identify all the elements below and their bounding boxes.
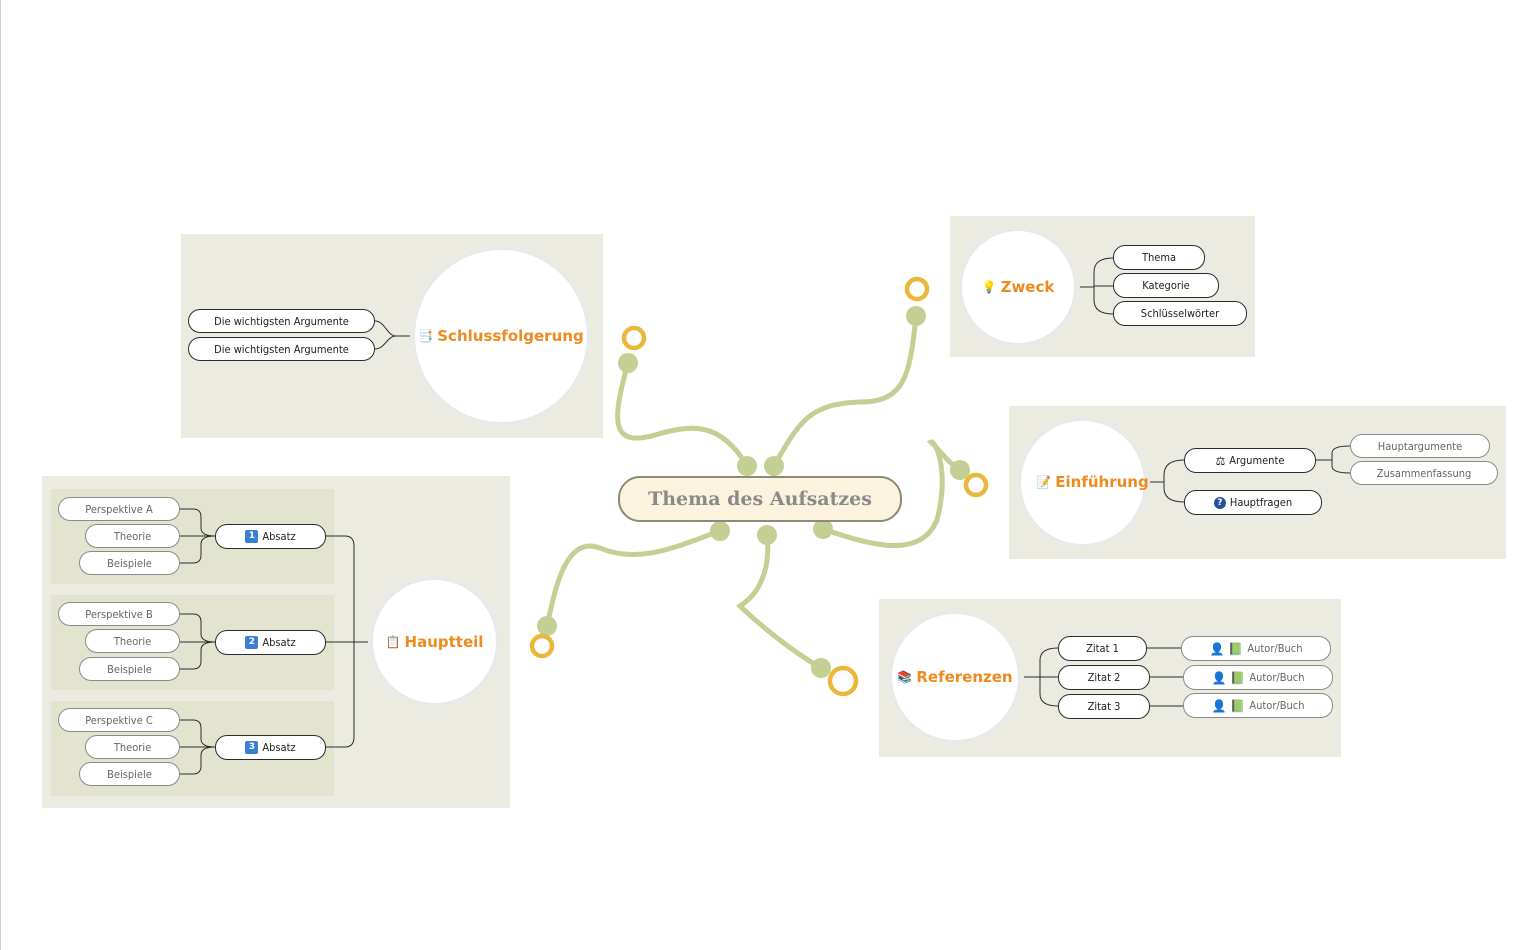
item-label: Beispiele (107, 556, 152, 570)
source-label: Autor/Buch (1247, 642, 1303, 655)
beispiele-node[interactable]: Beispiele (79, 762, 180, 786)
zweck-item-schluesselwoerter[interactable]: Schlüsselwörter (1113, 301, 1247, 326)
theorie-node[interactable]: Theorie (85, 629, 180, 653)
hauptfragen-node[interactable]: ? Hauptfragen (1184, 490, 1322, 515)
zweck-topic[interactable]: 💡 Zweck (962, 276, 1074, 298)
item-label: Perspektive A (85, 502, 153, 516)
hauptteil-topic[interactable]: 📋 Hauptteil (373, 631, 496, 653)
pencil-icon: 📝 (1036, 475, 1052, 489)
beispiele-node[interactable]: Beispiele (79, 657, 180, 681)
number-3-icon: 3 (245, 741, 259, 754)
referenzen-circle (892, 614, 1018, 740)
referenzen-topic[interactable]: 📚 Referenzen (892, 666, 1018, 688)
item-label: Beispiele (107, 767, 152, 781)
theorie-node[interactable]: Theorie (85, 524, 180, 548)
item-label: Perspektive B (85, 607, 153, 621)
absatz-1-node[interactable]: 1 Absatz (215, 524, 326, 549)
perspektive-b-node[interactable]: Perspektive B (58, 602, 180, 626)
book-icon: 📗 (1228, 641, 1244, 656)
hauptargumente-node[interactable]: Hauptargumente (1350, 434, 1490, 458)
hauptfragen-label: Hauptfragen (1229, 496, 1293, 509)
perspektive-c-node[interactable]: Perspektive C (58, 708, 180, 732)
clipboard-icon: 📋 (385, 635, 401, 649)
absatz-3-node[interactable]: 3 Absatz (215, 735, 326, 760)
absatz-label: Absatz (262, 530, 296, 543)
item-label: Kategorie (1142, 279, 1190, 292)
einfuehrung-title: Einführung (1055, 473, 1149, 491)
item-label: Hauptargumente (1377, 439, 1463, 453)
item-label: Die wichtigsten Argumente (214, 314, 349, 328)
source-3-node[interactable]: 👤📗 Autor/Buch (1183, 693, 1333, 718)
absatz-2-node[interactable]: 2 Absatz (215, 630, 326, 655)
schlussfolgerung-item[interactable]: Die wichtigsten Argumente (188, 309, 375, 333)
argumente-label: Argumente (1229, 454, 1285, 467)
beispiele-node[interactable]: Beispiele (79, 551, 180, 575)
document-icon: 📑 (418, 329, 434, 343)
item-label: Die wichtigsten Argumente (214, 342, 349, 356)
schlussfolgerung-circle (415, 250, 587, 422)
zweck-item-kategorie[interactable]: Kategorie (1113, 273, 1219, 298)
item-label: Theorie (113, 529, 152, 543)
person-icon: 👤 (1211, 670, 1227, 685)
absatz-label: Absatz (262, 741, 296, 754)
number-2-icon: 2 (245, 636, 259, 649)
lightbulb-icon: 💡 (981, 280, 997, 294)
zweck-title: Zweck (1000, 278, 1055, 296)
zitat-1-node[interactable]: Zitat 1 (1058, 636, 1147, 661)
source-label: Autor/Buch (1249, 671, 1305, 684)
hauptteil-title: Hauptteil (404, 633, 484, 651)
perspektive-a-node[interactable]: Perspektive A (58, 497, 180, 521)
zitat-2-node[interactable]: Zitat 2 (1058, 665, 1150, 690)
zusammenfassung-node[interactable]: Zusammenfassung (1350, 461, 1498, 485)
book-icon: 📗 (1230, 698, 1246, 713)
zitat-label: Zitat 2 (1087, 671, 1121, 684)
books-icon: 📚 (897, 670, 913, 684)
item-label: Perspektive C (85, 713, 153, 727)
person-icon: 👤 (1211, 698, 1227, 713)
hauptteil-circle (373, 580, 496, 703)
question-icon: ? (1213, 496, 1226, 509)
einfuehrung-topic[interactable]: 📝 Einführung (1021, 471, 1164, 493)
source-label: Autor/Buch (1249, 699, 1305, 712)
zitat-3-node[interactable]: Zitat 3 (1058, 694, 1150, 719)
absatz-label: Absatz (262, 636, 296, 649)
item-label: Theorie (113, 740, 152, 754)
schlussfolgerung-topic[interactable]: 📑 Schlussfolgerung (415, 325, 587, 347)
item-label: Theorie (113, 634, 152, 648)
canvas-edge (0, 0, 1, 950)
source-2-node[interactable]: 👤📗 Autor/Buch (1183, 665, 1333, 690)
source-1-node[interactable]: 👤📗 Autor/Buch (1181, 636, 1331, 661)
einfuehrung-circle (1021, 421, 1144, 544)
referenzen-title: Referenzen (916, 668, 1013, 686)
central-topic[interactable]: Thema des Aufsatzes (618, 476, 902, 522)
item-label: Schlüsselwörter (1140, 307, 1220, 320)
person-icon: 👤 (1209, 641, 1225, 656)
book-icon: 📗 (1230, 670, 1246, 685)
theorie-node[interactable]: Theorie (85, 735, 180, 759)
argumente-node[interactable]: ⚖ Argumente (1184, 448, 1316, 473)
zweck-item-thema[interactable]: Thema (1113, 245, 1205, 270)
item-label: Beispiele (107, 662, 152, 676)
item-label: Zusammenfassung (1376, 466, 1472, 480)
zitat-label: Zitat 3 (1087, 700, 1121, 713)
number-1-icon: 1 (245, 530, 259, 543)
schlussfolgerung-item[interactable]: Die wichtigsten Argumente (188, 337, 375, 361)
zitat-label: Zitat 1 (1086, 642, 1119, 655)
gavel-icon: ⚖ (1215, 453, 1226, 468)
schlussfolgerung-title: Schlussfolgerung (437, 327, 584, 345)
zweck-circle (962, 231, 1074, 343)
item-label: Thema (1141, 251, 1177, 264)
